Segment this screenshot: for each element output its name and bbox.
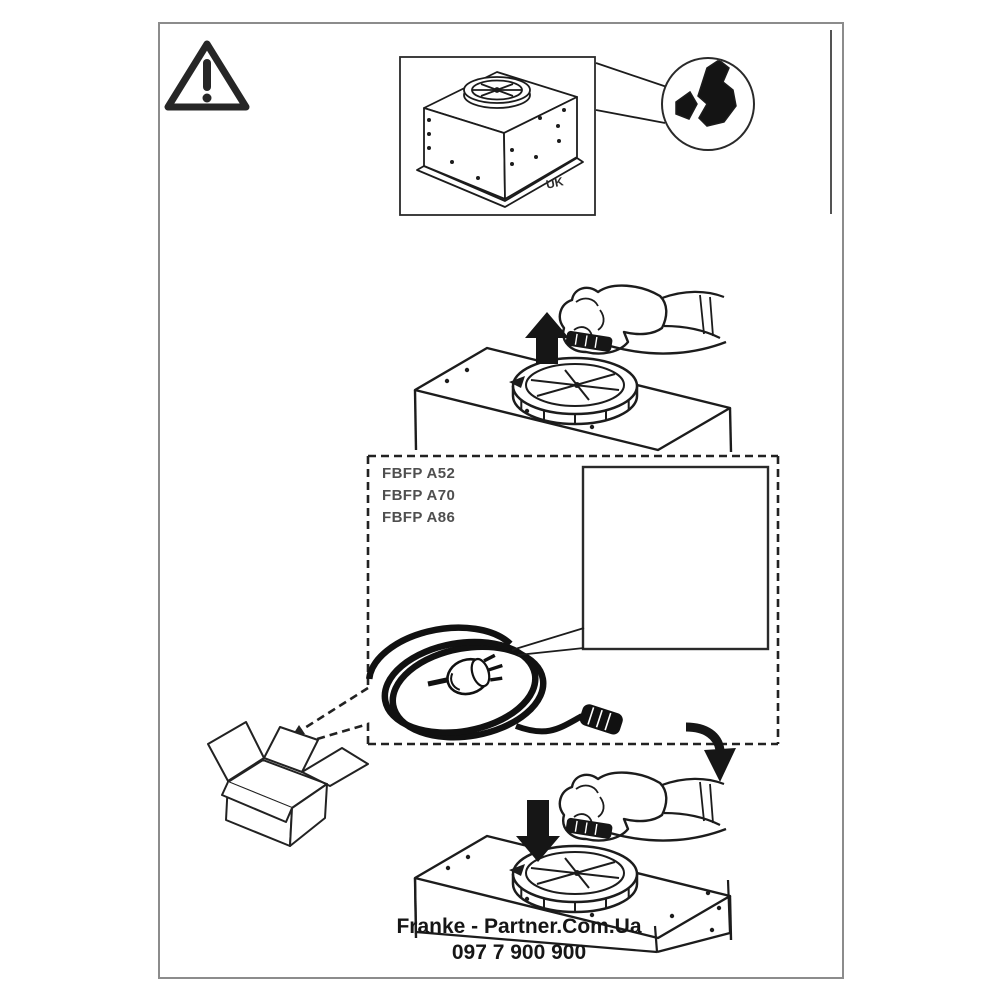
callout-line [595,62,668,88]
uk-plug-icon [427,653,503,696]
screw-hole-dots [445,854,722,933]
screw-hole-dots [427,108,566,180]
page-border [158,22,844,979]
callout-line [595,109,666,124]
model-item: FBFP A70 [382,487,456,504]
model-item: FBFP A86 [382,509,456,526]
carton-box-icon [207,721,369,847]
hand-insert-figure [413,771,732,954]
footer-phone: 097 7 900 900 [451,941,587,964]
down-arrow-icon [516,800,560,862]
up-arrow-icon [525,312,569,364]
model-list: FBFP A52 FBFP A70 FBFP A86 [382,463,455,529]
curved-down-arrow-icon [685,722,736,782]
hand-pull-figure [415,284,731,452]
model-item: FBFP A52 [382,465,456,482]
hood-body-edges [413,877,732,954]
models-dashed-box [291,454,780,746]
hood-unit-icon [416,71,584,208]
hood-unit-framed-figure [399,56,668,216]
europe-map-inset [581,465,770,651]
footer-site: Franke - Partner.Com.Ua [396,915,642,938]
power-cable-icon [366,624,623,741]
europe-map-icon [661,30,1000,965]
footer: Franke - Partner.Com.Ua 097 7 900 900 [374,914,664,966]
screw-hole-dots [444,367,595,430]
warning-triangle-icon [164,40,250,111]
uk-magnifier-icon [661,57,755,151]
connector-end [579,704,623,735]
